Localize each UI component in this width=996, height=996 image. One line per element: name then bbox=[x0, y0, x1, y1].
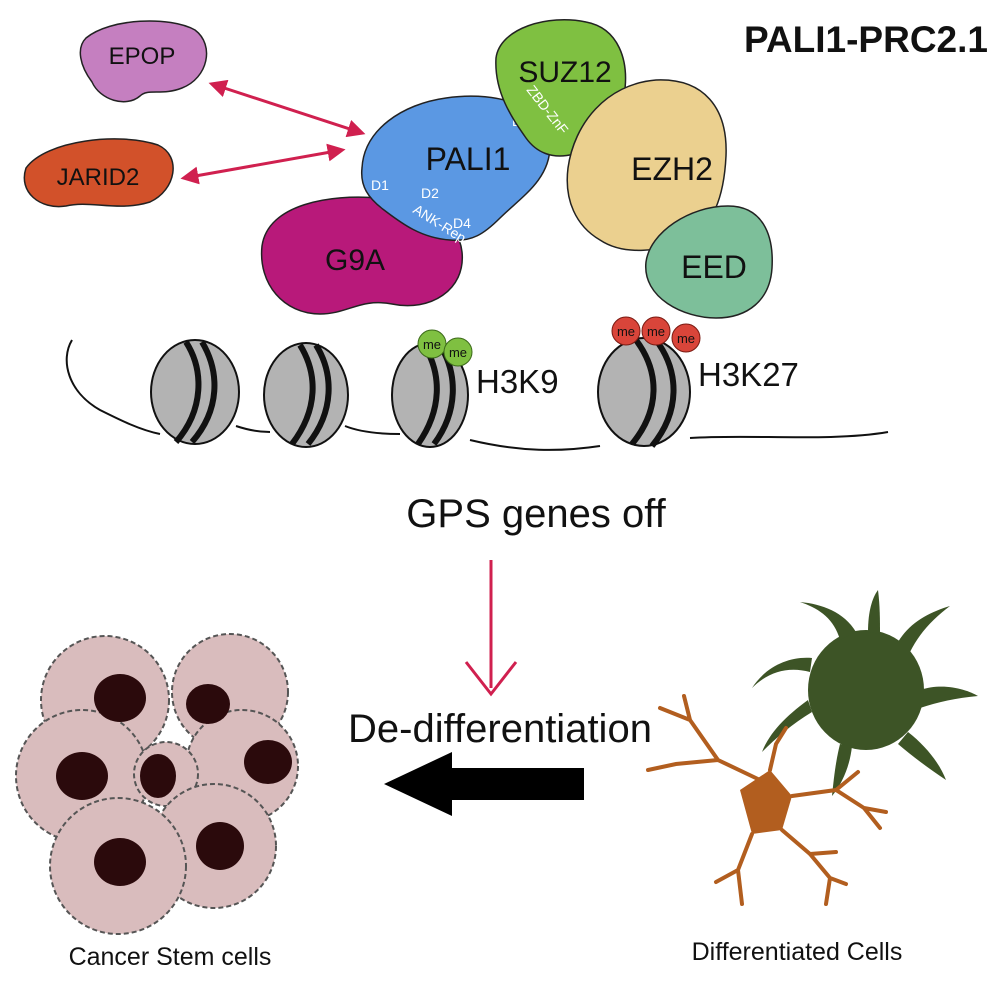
h3k27-me-mark-1 bbox=[611, 316, 641, 346]
eed-protein bbox=[645, 205, 773, 319]
cancer-cell-nucleus bbox=[244, 740, 292, 784]
h3k27-me-text-1: me bbox=[617, 324, 635, 339]
h3k27-me-text-3: me bbox=[677, 331, 695, 346]
gps-genes-off-label: GPS genes off bbox=[406, 492, 666, 536]
epop-protein bbox=[79, 20, 208, 103]
nucleosome-2 bbox=[263, 342, 349, 448]
nucleosome-1 bbox=[150, 339, 240, 445]
cancer-cell-nucleus bbox=[186, 684, 230, 724]
domain-d1-label: D1 bbox=[371, 177, 389, 193]
left-arrow bbox=[384, 752, 584, 816]
h3k27-me-mark-2 bbox=[641, 316, 671, 346]
epop-label: EPOP bbox=[109, 43, 176, 70]
cancer-cell-nucleus bbox=[94, 674, 146, 722]
jarid2-label: JARID2 bbox=[57, 164, 140, 191]
diagram-title: PALI1-PRC2.1 bbox=[744, 19, 988, 60]
de-differentiation-label: De-differentiation bbox=[348, 707, 652, 751]
dna-strand bbox=[65, 339, 889, 451]
cancer-cell-nucleus bbox=[140, 754, 176, 798]
cancer-cell-nucleus bbox=[56, 752, 108, 800]
h3k9-me-text-1: me bbox=[423, 337, 441, 352]
suz12-label: SUZ12 bbox=[518, 56, 611, 89]
pali1-label: PALI1 bbox=[426, 141, 511, 177]
eed-label: EED bbox=[681, 249, 747, 285]
jarid2-pali1-arrow bbox=[180, 143, 346, 185]
domain-d2-label: D2 bbox=[421, 185, 439, 201]
down-arrow-head bbox=[464, 661, 518, 697]
nucleosome-4 bbox=[597, 337, 691, 448]
h3k27-me-text-2: me bbox=[647, 324, 665, 339]
h3k27-label: H3K27 bbox=[698, 356, 799, 393]
pali1-protein bbox=[360, 95, 551, 242]
h3k9-label: H3K9 bbox=[476, 363, 559, 400]
h3k9-me-text-2: me bbox=[449, 345, 467, 360]
cancer-stem-cells-label: Cancer Stem cells bbox=[69, 943, 272, 971]
cancer-cell-nucleus bbox=[94, 838, 146, 886]
ezh2-label: EZH2 bbox=[631, 151, 713, 187]
domain-d4-label: D4 bbox=[453, 215, 471, 231]
differentiated-cell-green bbox=[752, 590, 978, 796]
h3k27-me-mark-3 bbox=[671, 323, 701, 353]
g9a-label: G9A bbox=[325, 244, 385, 277]
epop-pali1-arrow bbox=[208, 79, 366, 138]
ezh2-protein bbox=[566, 79, 727, 251]
cancer-stem-cell-cluster bbox=[15, 633, 299, 935]
jarid2-protein bbox=[23, 138, 174, 208]
differentiated-cell-orange bbox=[646, 694, 888, 906]
differentiated-cells-label: Differentiated Cells bbox=[692, 938, 903, 966]
cancer-cell-nucleus bbox=[196, 822, 244, 870]
h3k9-me-mark-2 bbox=[443, 337, 473, 367]
